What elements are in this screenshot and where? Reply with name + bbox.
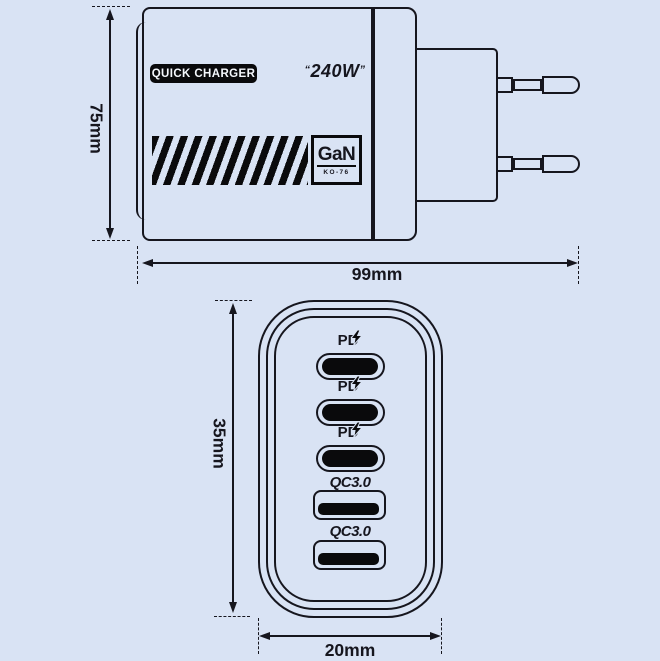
- plug-pin-2-tip: [542, 155, 580, 173]
- quick-charger-badge-label: QUICK CHARGER: [151, 67, 256, 80]
- usb-c-port-3: [315, 445, 385, 472]
- usb-c-port-1-label: PD: [310, 330, 390, 348]
- dim-20-line: [265, 635, 437, 637]
- dim-99-tick-left: [137, 246, 138, 284]
- dim-20-tick-right: [441, 618, 442, 654]
- hazard-stripes: [152, 136, 308, 185]
- gan-logo-text: GaN: [316, 143, 357, 167]
- plug-pin-2-stub: [496, 156, 513, 172]
- arrowhead-left-icon: [142, 258, 153, 267]
- dim-width-label: 99mm: [351, 264, 403, 284]
- arrowhead-up-icon: [105, 9, 114, 20]
- dim-20-tick-left: [258, 618, 259, 654]
- quick-charger-badge: QUICK CHARGER: [150, 64, 257, 83]
- arrowhead-down-icon: [105, 228, 114, 239]
- usb-a-port-2-contact-bar: [318, 553, 379, 565]
- usb-a-port-1-label: QC3.0: [310, 475, 390, 490]
- dim-75-tick-top: [92, 6, 130, 7]
- usb-a-port-1: [312, 490, 386, 520]
- dim-99-tick-right: [578, 246, 579, 284]
- arrowhead-down-icon: [228, 602, 237, 613]
- usb-c-port-2: [315, 399, 385, 426]
- charger-end-cap-line: [136, 22, 146, 220]
- front-outline-inner: [274, 316, 427, 602]
- front-outline-middle: [266, 308, 435, 610]
- usb-c-port-2-slot: [321, 403, 378, 421]
- dim-height-label: 75mm: [86, 103, 107, 154]
- usb-a-port-2: [312, 540, 386, 570]
- plug-pin-1-shaft: [513, 79, 542, 91]
- front-outline-outer: [258, 300, 443, 618]
- usb-c-port-2-label: PD: [310, 376, 390, 394]
- plug-pin-1-tip: [542, 76, 580, 94]
- dim-front-width-label: 20mm: [324, 640, 376, 660]
- qc-text: QC3.0: [329, 523, 371, 540]
- dim-75-tick-bottom: [92, 240, 130, 241]
- arrowhead-right-icon: [430, 631, 441, 640]
- usb-c-port-1: [315, 353, 385, 380]
- dim-75-line: [109, 13, 111, 231]
- dim-35-line: [232, 307, 234, 605]
- usb-c-port-3-label: PD: [310, 422, 390, 440]
- plug-base: [415, 48, 498, 202]
- charger-body: [142, 7, 373, 241]
- gan-logo-box: GaN KO-76: [311, 135, 362, 185]
- qc-text: QC3.0: [329, 474, 371, 491]
- plug-pin-1-stub: [496, 77, 513, 93]
- lightning-bolt-icon: [351, 422, 363, 437]
- wattage-value: 240W: [310, 61, 360, 81]
- usb-a-port-2-label: QC3.0: [310, 524, 390, 539]
- arrowhead-right-icon: [567, 258, 578, 267]
- lightning-bolt-icon: [351, 376, 363, 391]
- dim-35-tick-top: [215, 300, 252, 301]
- dim-99-line: [148, 262, 572, 264]
- lightning-bolt-icon: [351, 330, 363, 345]
- close-quote: ”: [359, 64, 366, 76]
- dim-front-height-label: 35mm: [209, 418, 230, 469]
- plug-pin-2-shaft: [513, 158, 542, 170]
- wattage-label: “240W”: [291, 61, 379, 82]
- usb-a-port-1-contact-bar: [318, 503, 379, 515]
- open-quote: “: [304, 64, 311, 76]
- arrowhead-left-icon: [259, 631, 270, 640]
- gan-model-text: KO-76: [323, 168, 350, 176]
- usb-c-port-1-slot: [321, 357, 378, 375]
- charger-faceplate: [373, 7, 417, 241]
- arrowhead-up-icon: [228, 303, 237, 314]
- dim-35-tick-bottom: [214, 616, 250, 617]
- usb-c-port-3-slot: [321, 449, 378, 467]
